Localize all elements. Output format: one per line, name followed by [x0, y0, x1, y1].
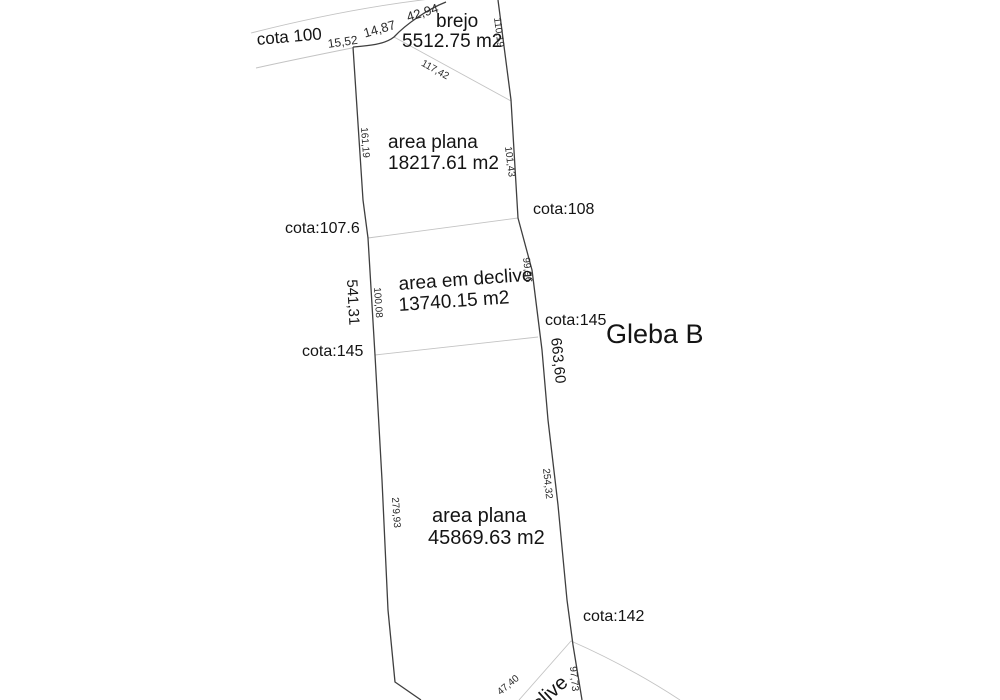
- segment-length-left-3: 279,93: [389, 496, 403, 529]
- brejo-division-line: [393, 36, 512, 102]
- contour-cota-100-upper-line: [250, 0, 426, 34]
- top-stream-boundary-line: [352, 1, 447, 48]
- region-brejo-name: brejo: [436, 11, 479, 32]
- contour-label-cota-142: cota:142: [583, 608, 645, 625]
- boundary-left-total-length: 541,31: [343, 278, 363, 326]
- region-area-plana-2-area: 45869.63 m2: [428, 527, 545, 549]
- region-area-plana-2-name: area plana: [432, 505, 527, 527]
- segment-length-right-4: 254,32: [540, 467, 555, 500]
- segment-length-left-1: 161,19: [358, 126, 372, 159]
- left-boundary-line: [352, 46, 422, 700]
- contour-cota-145-line: [374, 336, 539, 356]
- contour-label-cota-107-6: cota:107.6: [285, 220, 360, 237]
- segment-length-right-3: 99,96: [520, 256, 534, 283]
- contour-cota-100-lower-line: [255, 47, 353, 69]
- segment-length-right-5: 97,73: [567, 665, 581, 692]
- right-boundary-line: [497, 0, 583, 700]
- contour-label-cota-145-left: cota:145: [302, 343, 364, 360]
- boundary-right-total-length: 663,60: [547, 336, 569, 385]
- contour-label-cota-145-right: cota:145: [545, 312, 607, 329]
- region-brejo-area: 5512.75 m2: [402, 31, 503, 52]
- parcel-title: Gleba B: [606, 319, 704, 349]
- region-area-plana-1-area: 18217.61 m2: [388, 153, 499, 174]
- region-area-plana-1-name: area plana: [388, 132, 478, 153]
- contour-label-cota-108: cota:108: [533, 201, 595, 218]
- segment-length-left-2: 100,08: [371, 286, 385, 319]
- contour-cota-142-line: [518, 640, 681, 700]
- contour-cota-107-108-line: [367, 217, 519, 239]
